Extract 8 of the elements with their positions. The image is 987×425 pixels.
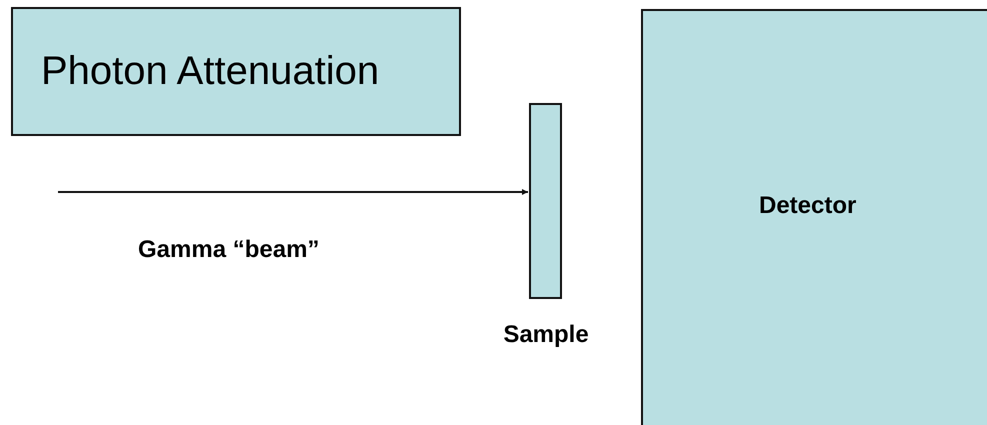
node-label: Detector xyxy=(759,192,856,220)
node-label: Sample xyxy=(502,321,590,349)
edge-label: Gamma “beam” xyxy=(138,236,320,264)
heading: Photon Attenuation xyxy=(41,49,380,94)
label-box xyxy=(11,7,461,136)
sample-bar xyxy=(529,103,562,299)
label-box xyxy=(641,9,987,425)
arrow xyxy=(58,189,528,195)
